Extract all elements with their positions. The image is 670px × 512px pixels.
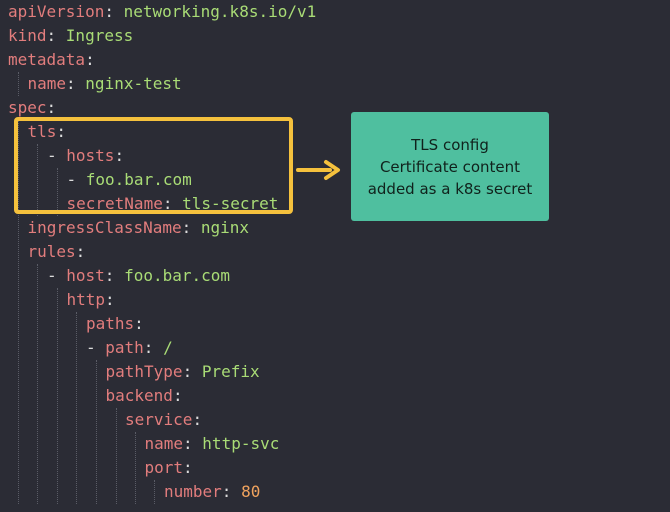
yaml-key: path [105,338,144,357]
yaml-value: Ingress [65,26,134,45]
colon: : [75,242,86,261]
yaml-key: hosts [66,146,115,165]
code-line: pathType: Prefix [106,360,260,384]
code-line: paths: [86,312,144,336]
callout-line-2: Certificate content [379,157,521,176]
colon: : [56,122,67,141]
yaml-key: name [144,434,184,453]
colon: : [46,26,66,45]
yaml-value: nginx-test [85,74,182,93]
colon: : [85,50,95,69]
code-line: kind: Ingress [8,24,133,48]
code-line: backend: [106,384,183,408]
yaml-key: number [164,482,222,501]
code-line: service: [125,408,202,432]
colon: : [182,362,202,381]
indent-guide [18,120,19,504]
yaml-key: spec [8,98,47,117]
code-line: number: 80 [164,480,260,504]
colon: : [183,434,203,453]
yaml-key: paths [86,314,135,333]
code-line: tls: [28,120,67,144]
colon: : [143,338,164,357]
indent-guide [57,168,58,216]
indent-guide [18,72,19,96]
yaml-value: Prefix [201,362,260,381]
code-line: rules: [28,240,86,264]
yaml-value: foo.bar.com [124,266,231,285]
code-line: name: nginx-test [28,72,182,96]
indent-guide [116,408,117,504]
indent-guide [154,480,155,504]
indent-guide [96,360,97,504]
tls-highlight-box [14,117,293,214]
indent-guide [57,288,58,504]
yaml-key: port [144,458,184,477]
list-dash: - [66,170,86,189]
yaml-value: / [163,338,173,357]
yaml-key: apiVersion [8,2,105,21]
colon: : [183,458,193,477]
colon: : [192,410,203,429]
yaml-value: http-svc [202,434,280,453]
yaml-key: pathType [105,362,183,381]
yaml-key: backend [105,386,173,405]
colon: : [181,218,201,237]
yaml-key: name [27,74,67,93]
indent-guide [76,312,77,504]
yaml-key: http [66,290,106,309]
indent-guide [37,264,38,504]
yaml-key: host [66,266,105,285]
colon: : [134,314,144,333]
tls-callout-note: TLS config Certificate content added as … [351,112,549,221]
yaml-value: foo.bar.com [85,170,192,189]
code-line: - hosts: [47,144,124,168]
code-line: - host: foo.bar.com [47,264,230,288]
code-line: spec: [8,96,56,120]
yaml-key: secretName [66,194,163,213]
yaml-value: 80 [241,482,261,501]
code-line: apiVersion: networking.k8s.io/v1 [8,0,316,24]
list-dash: - [47,146,67,165]
yaml-key: tls [27,122,57,141]
code-line: - foo.bar.com [67,168,192,192]
colon: : [172,386,183,405]
colon: : [46,98,57,117]
yaml-key: ingressClassName [27,218,182,237]
yaml-key: service [125,410,193,429]
list-dash: - [47,266,67,285]
code-line: ingressClassName: nginx [28,216,250,240]
code-line: port: [145,456,193,480]
callout-line-1: TLS config [411,135,489,154]
colon: : [221,482,242,501]
colon: : [162,194,183,213]
code-line: metadata: [8,48,95,72]
indent-guide [135,432,136,504]
colon: : [104,266,125,285]
colon: : [114,146,125,165]
code-line: secretName: tls-secret [67,192,279,216]
arrow-right-icon [296,160,340,180]
yaml-key: metadata [8,50,86,69]
colon: : [104,2,124,21]
list-dash: - [86,338,106,357]
yaml-value: tls-secret [182,194,279,213]
colon: : [105,290,115,309]
yaml-key: rules [27,242,76,261]
callout-line-3: added as a k8s secret [367,179,533,198]
code-line: - path: / [86,336,173,360]
yaml-key: kind [8,26,47,45]
yaml-value: networking.k8s.io/v1 [123,2,317,21]
indent-guide [37,144,38,216]
colon: : [66,74,86,93]
yaml-value: nginx [200,218,250,237]
code-line: http: [67,288,115,312]
code-line: name: http-svc [145,432,280,456]
